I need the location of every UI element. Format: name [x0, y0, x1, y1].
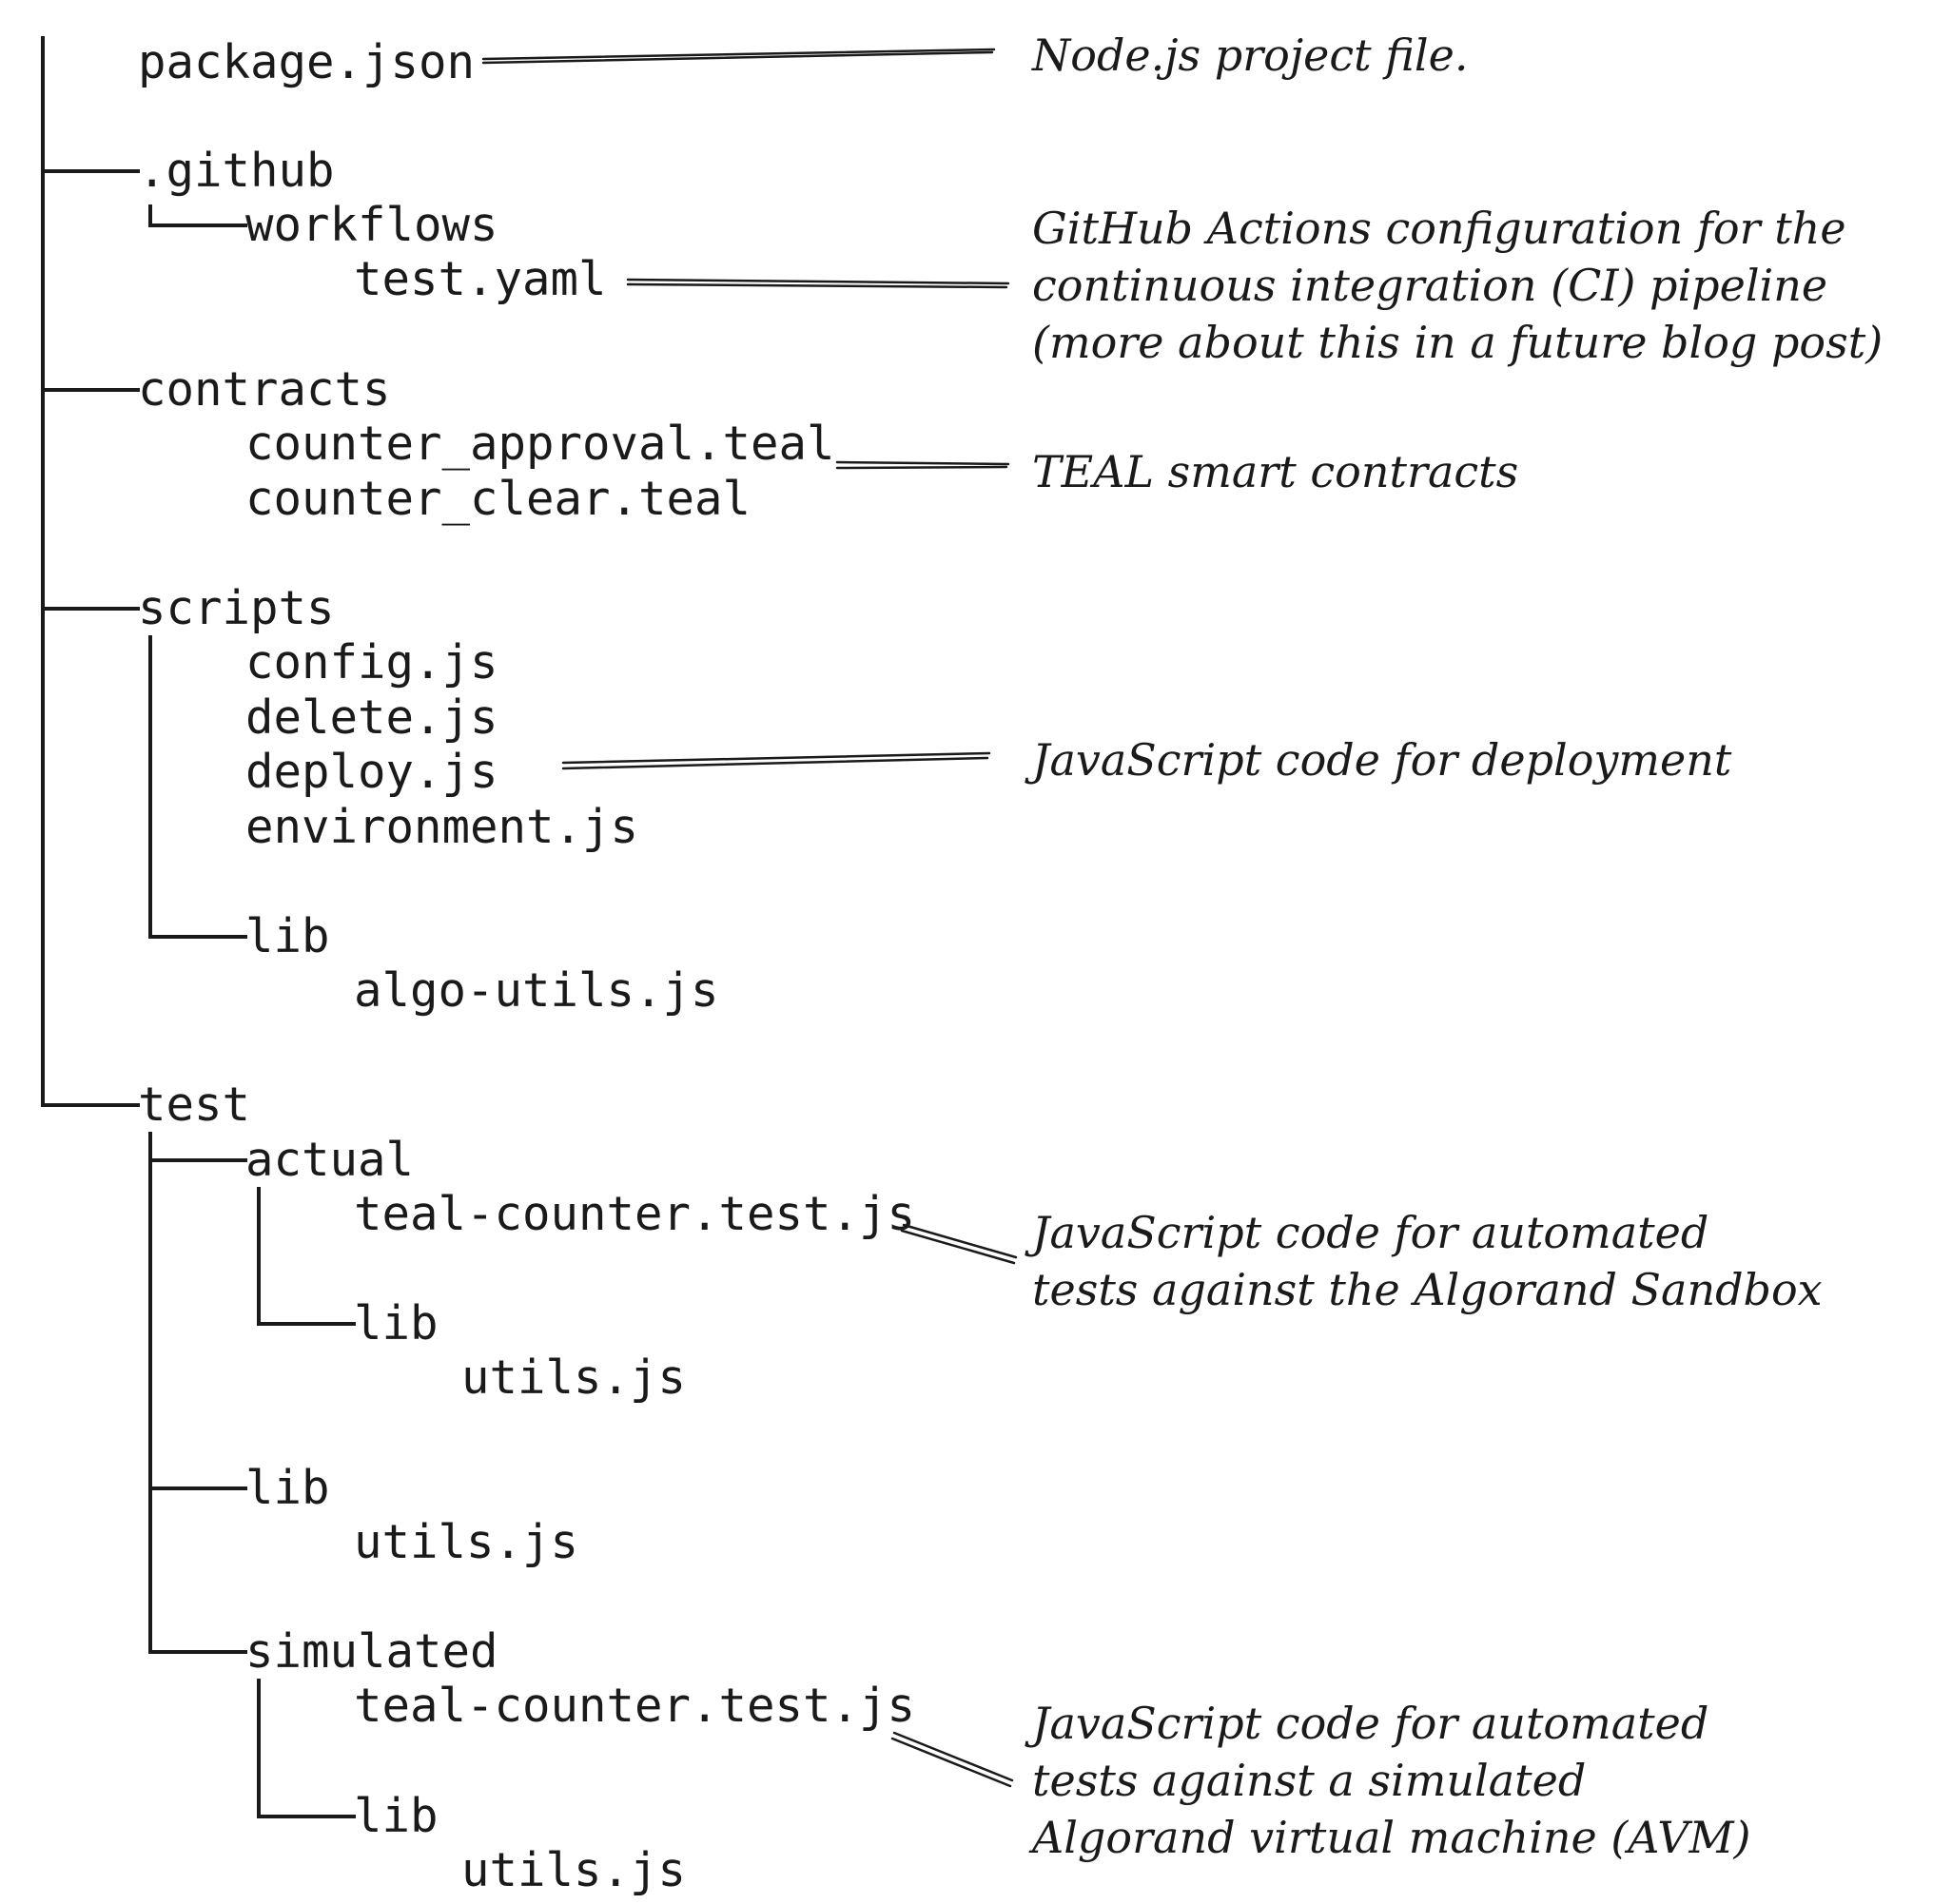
branch-scripts-lib — [148, 635, 247, 939]
folder-test-lib: lib — [245, 1461, 330, 1515]
note-github-actions: GitHub Actions configuration for the con… — [1032, 203, 1883, 368]
connector-actual-test — [900, 1223, 1018, 1265]
note-github-actions-line-3: (more about this in a future blog post) — [1032, 317, 1883, 368]
note-sandbox-tests-line-2: tests against the Algorand Sandbox — [1032, 1264, 1823, 1315]
note-package-json: Node.js project file. — [1031, 29, 1468, 81]
note-sandbox-tests-line-1: JavaScript code for automated — [1025, 1207, 1708, 1258]
folder-scripts-lib: lib — [245, 909, 330, 963]
file-simulated-teal-counter-test: teal-counter.test.js — [354, 1679, 915, 1733]
file-algo-utils-js: algo-utils.js — [354, 963, 719, 1018]
folder-test: test — [138, 1078, 250, 1132]
file-counter-approval: counter_approval.teal — [245, 417, 835, 471]
note-deployment-line-1: JavaScript code for deployment — [1025, 734, 1732, 786]
file-package-json: package.json — [138, 35, 475, 89]
branch-workflows — [148, 204, 247, 227]
note-simulated-tests: JavaScript code for automated tests agai… — [1025, 1698, 1751, 1863]
annotations: Node.js project file. GitHub Actions con… — [1025, 29, 1883, 1863]
file-deploy-js: deploy.js — [245, 745, 498, 799]
connector-simulated-test — [890, 1731, 1014, 1788]
file-counter-clear: counter_clear.teal — [245, 472, 751, 526]
branch-actual-lib — [257, 1187, 356, 1326]
note-github-actions-line-1: GitHub Actions configuration for the — [1032, 203, 1846, 254]
folder-workflows: workflows — [245, 198, 498, 252]
file-test-yaml: test.yaml — [354, 252, 607, 306]
branch-test-trunk — [148, 1132, 247, 1654]
folder-simulated-lib: lib — [354, 1789, 439, 1843]
note-simulated-tests-line-3: Algorand virtual machine (AVM) — [1028, 1812, 1751, 1863]
note-simulated-tests-line-2: tests against a simulated — [1032, 1755, 1586, 1806]
connector-package-json — [481, 48, 996, 65]
connector-deploy — [561, 751, 991, 770]
branch-simulated-lib — [257, 1679, 356, 1818]
note-deployment: JavaScript code for deployment — [1025, 734, 1732, 786]
note-github-actions-line-2: continuous integration (CI) pipeline — [1032, 260, 1827, 311]
folder-contracts: contracts — [138, 362, 391, 417]
file-actual-teal-counter-test: teal-counter.test.js — [354, 1187, 915, 1241]
note-teal-contracts: TEAL smart contracts — [1032, 446, 1518, 497]
folder-simulated: simulated — [245, 1624, 498, 1679]
connector-lines — [481, 48, 1018, 1788]
folder-github: .github — [138, 144, 335, 198]
connector-contracts — [835, 460, 1010, 470]
note-simulated-tests-line-1: JavaScript code for automated — [1025, 1698, 1708, 1749]
file-test-utils-js: utils.js — [354, 1515, 578, 1569]
file-simulated-utils-js: utils.js — [461, 1843, 686, 1897]
folder-scripts: scripts — [138, 581, 335, 635]
note-sandbox-tests: JavaScript code for automated tests agai… — [1025, 1207, 1823, 1315]
file-delete-js: delete.js — [245, 690, 498, 745]
root-trunk — [41, 36, 140, 1107]
note-package-json-line-1: Node.js project file. — [1031, 29, 1468, 81]
file-actual-utils-js: utils.js — [461, 1350, 686, 1405]
folder-actual: actual — [245, 1133, 414, 1187]
file-config-js: config.js — [245, 635, 498, 690]
connector-test-yaml — [626, 278, 1010, 289]
tree-lines — [41, 36, 356, 1818]
folder-actual-lib: lib — [354, 1296, 439, 1350]
tree-labels: package.json .github workflows test.yaml… — [138, 35, 915, 1897]
note-teal-contracts-line-1: TEAL smart contracts — [1032, 446, 1518, 497]
file-environment-js: environment.js — [245, 800, 638, 854]
